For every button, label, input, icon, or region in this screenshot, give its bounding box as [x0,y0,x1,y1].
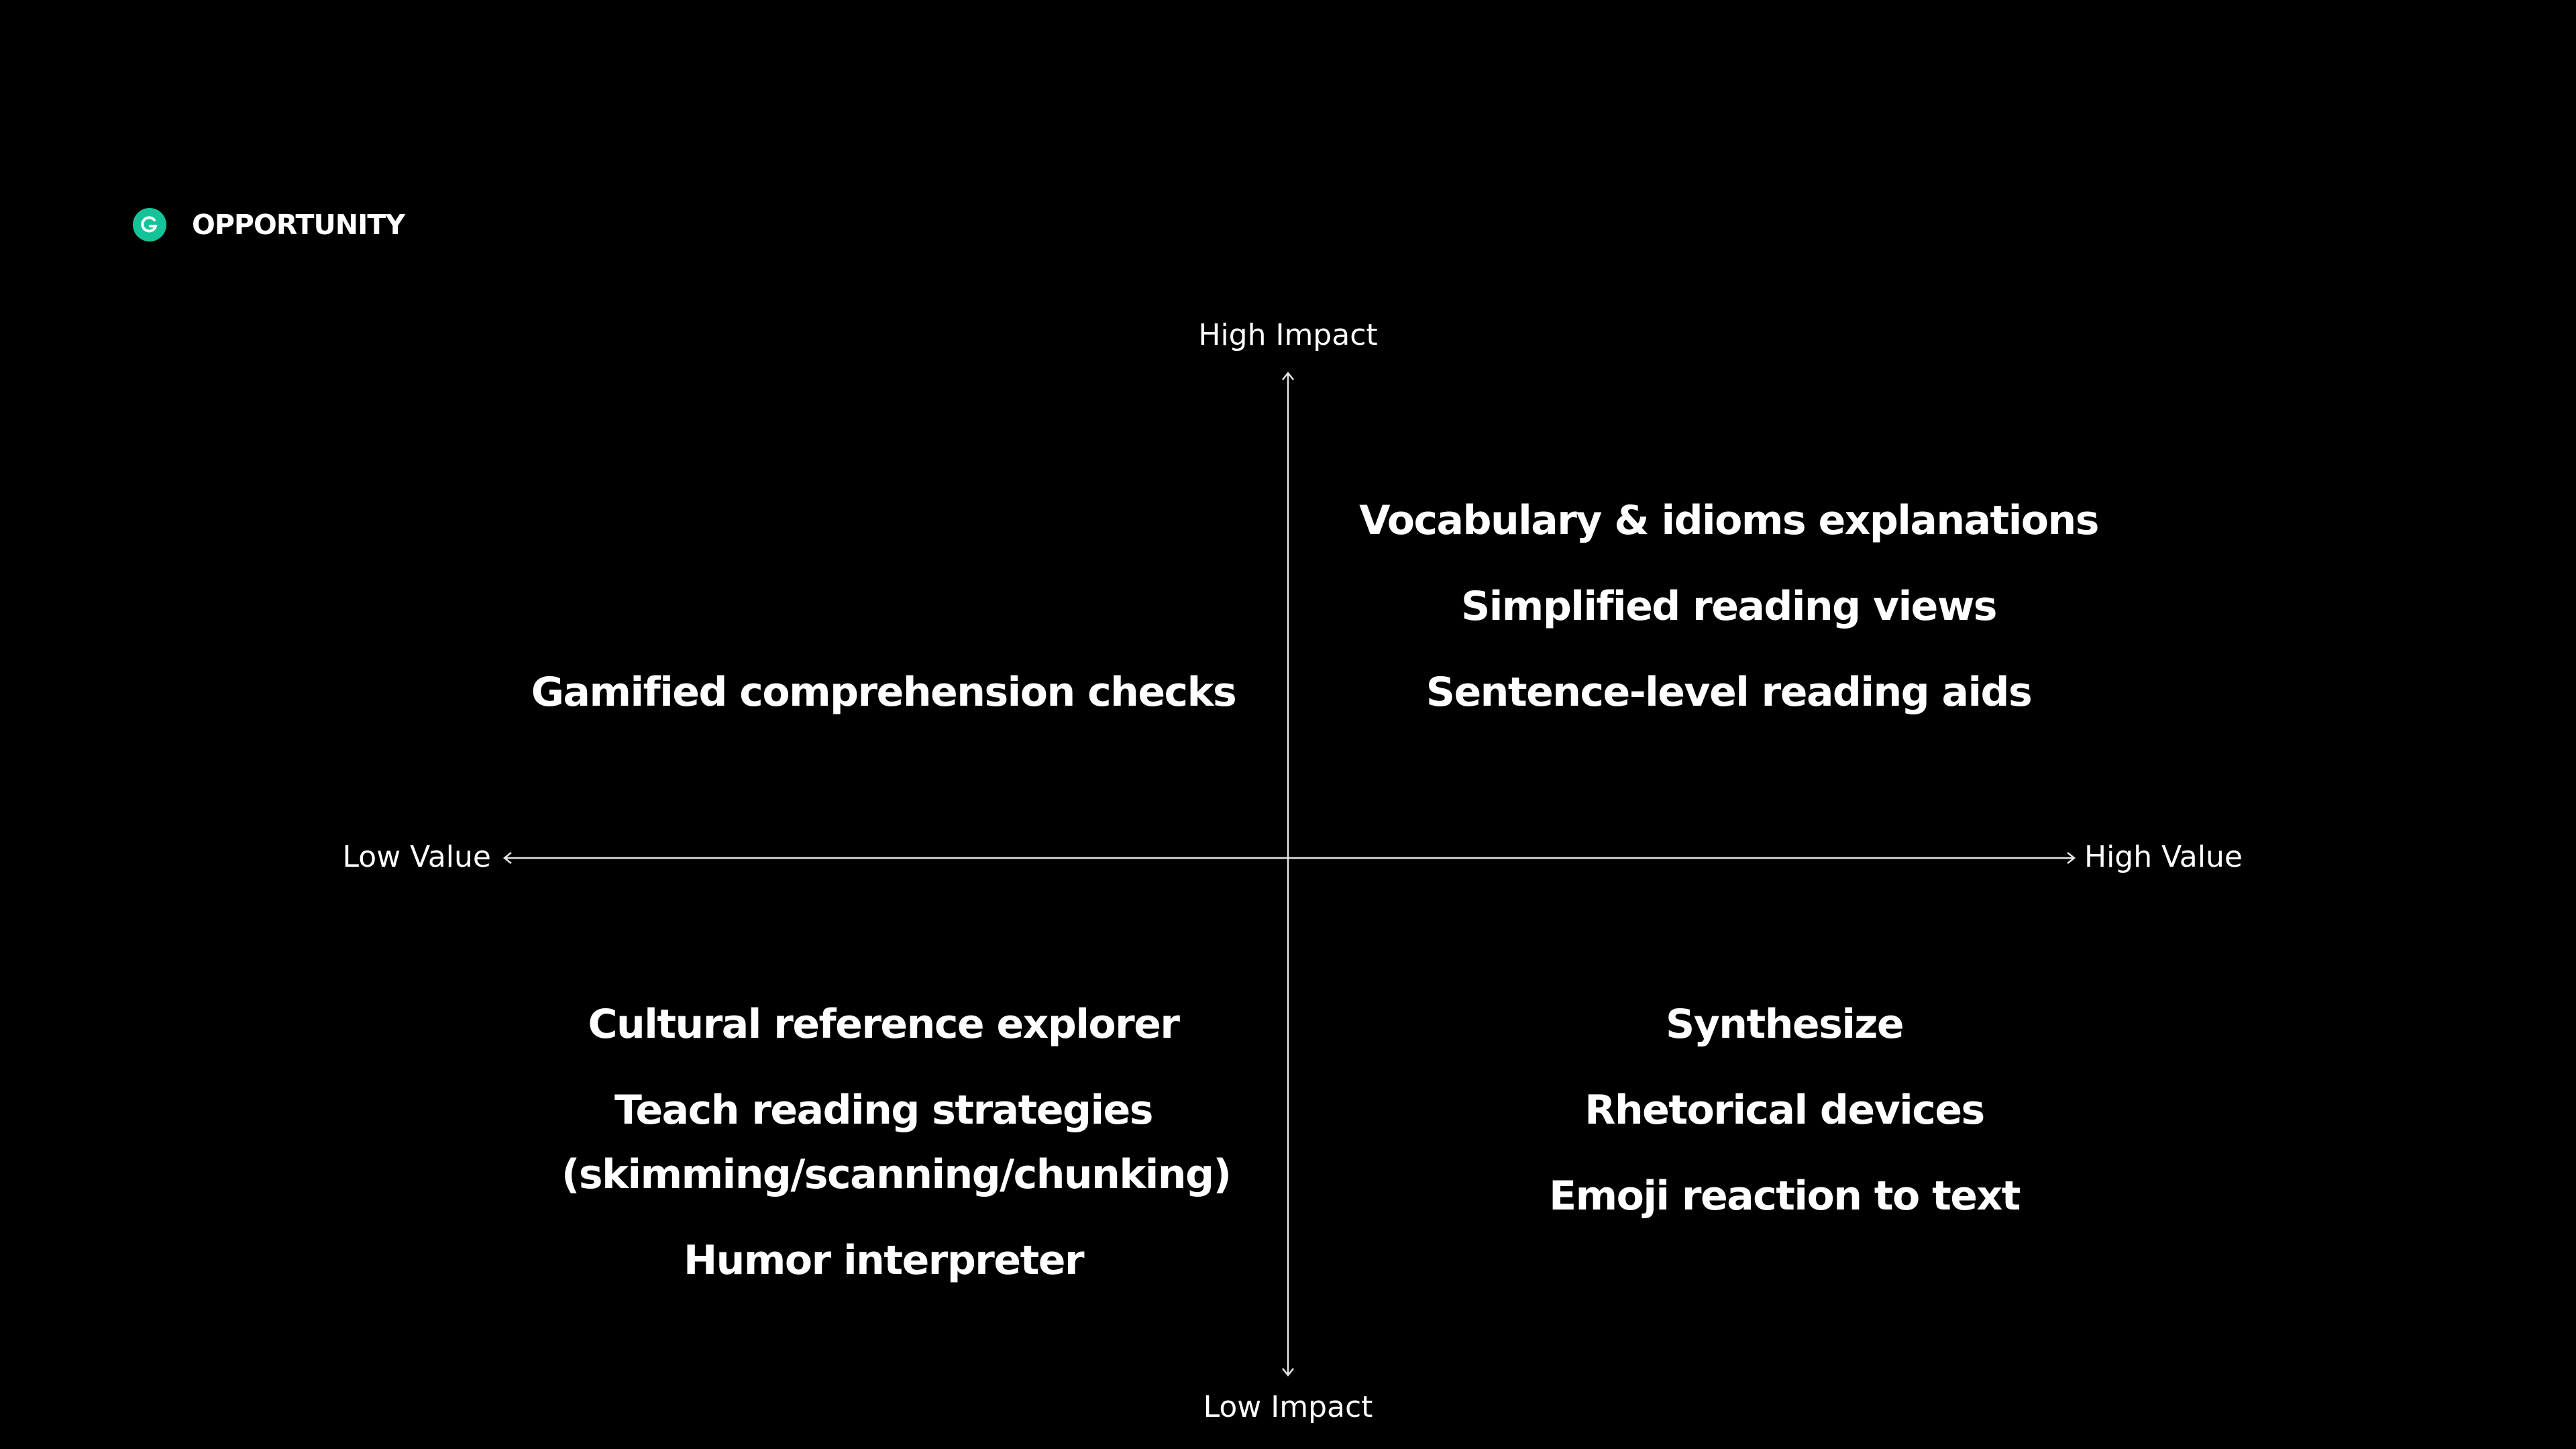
up-arrow-head [1282,371,1294,380]
down-arrow-head [1282,1368,1294,1377]
right-arrow-head [2067,852,2076,864]
quadrant-item: Gamified comprehension checks [531,669,1237,716]
quadrant-item: Teach reading strategies (skimming/scann… [561,1087,1232,1198]
axis-label-high-impact: High Impact [1198,318,1378,352]
quadrant-top-right: Vocabulary & idioms explanations Simplif… [1359,488,2099,724]
axis-label-low-value: Low Value [342,840,491,874]
quadrant-bottom-right: Synthesize Rhetorical devices Emoji reac… [1549,992,2021,1228]
grammarly-logo-icon [133,208,166,241]
axis-label-low-impact: Low Impact [1203,1390,1373,1424]
quadrant-item: Synthesize [1665,1001,1904,1048]
axis-label-high-value: High Value [2084,840,2243,874]
quadrant-item: Rhetorical devices [1585,1087,1985,1134]
quadrant-item: Sentence-level reading aids [1426,669,2033,716]
section-header: OPPORTUNITY [133,208,405,241]
quadrant-item: Emoji reaction to text [1549,1173,2021,1220]
quadrant-top-left: Gamified comprehension checks [531,660,1237,724]
quadrant-item: Simplified reading views [1461,583,1997,630]
left-arrow-head [502,852,512,864]
section-title: OPPORTUNITY [192,209,405,241]
quadrant-item: Humor interpreter [683,1237,1085,1284]
quadrant-item: Vocabulary & idioms explanations [1359,497,2099,544]
quadrant-bottom-left: Cultural reference explorer Teach readin… [561,992,1232,1293]
quadrant-item: Cultural reference explorer [588,1001,1180,1048]
